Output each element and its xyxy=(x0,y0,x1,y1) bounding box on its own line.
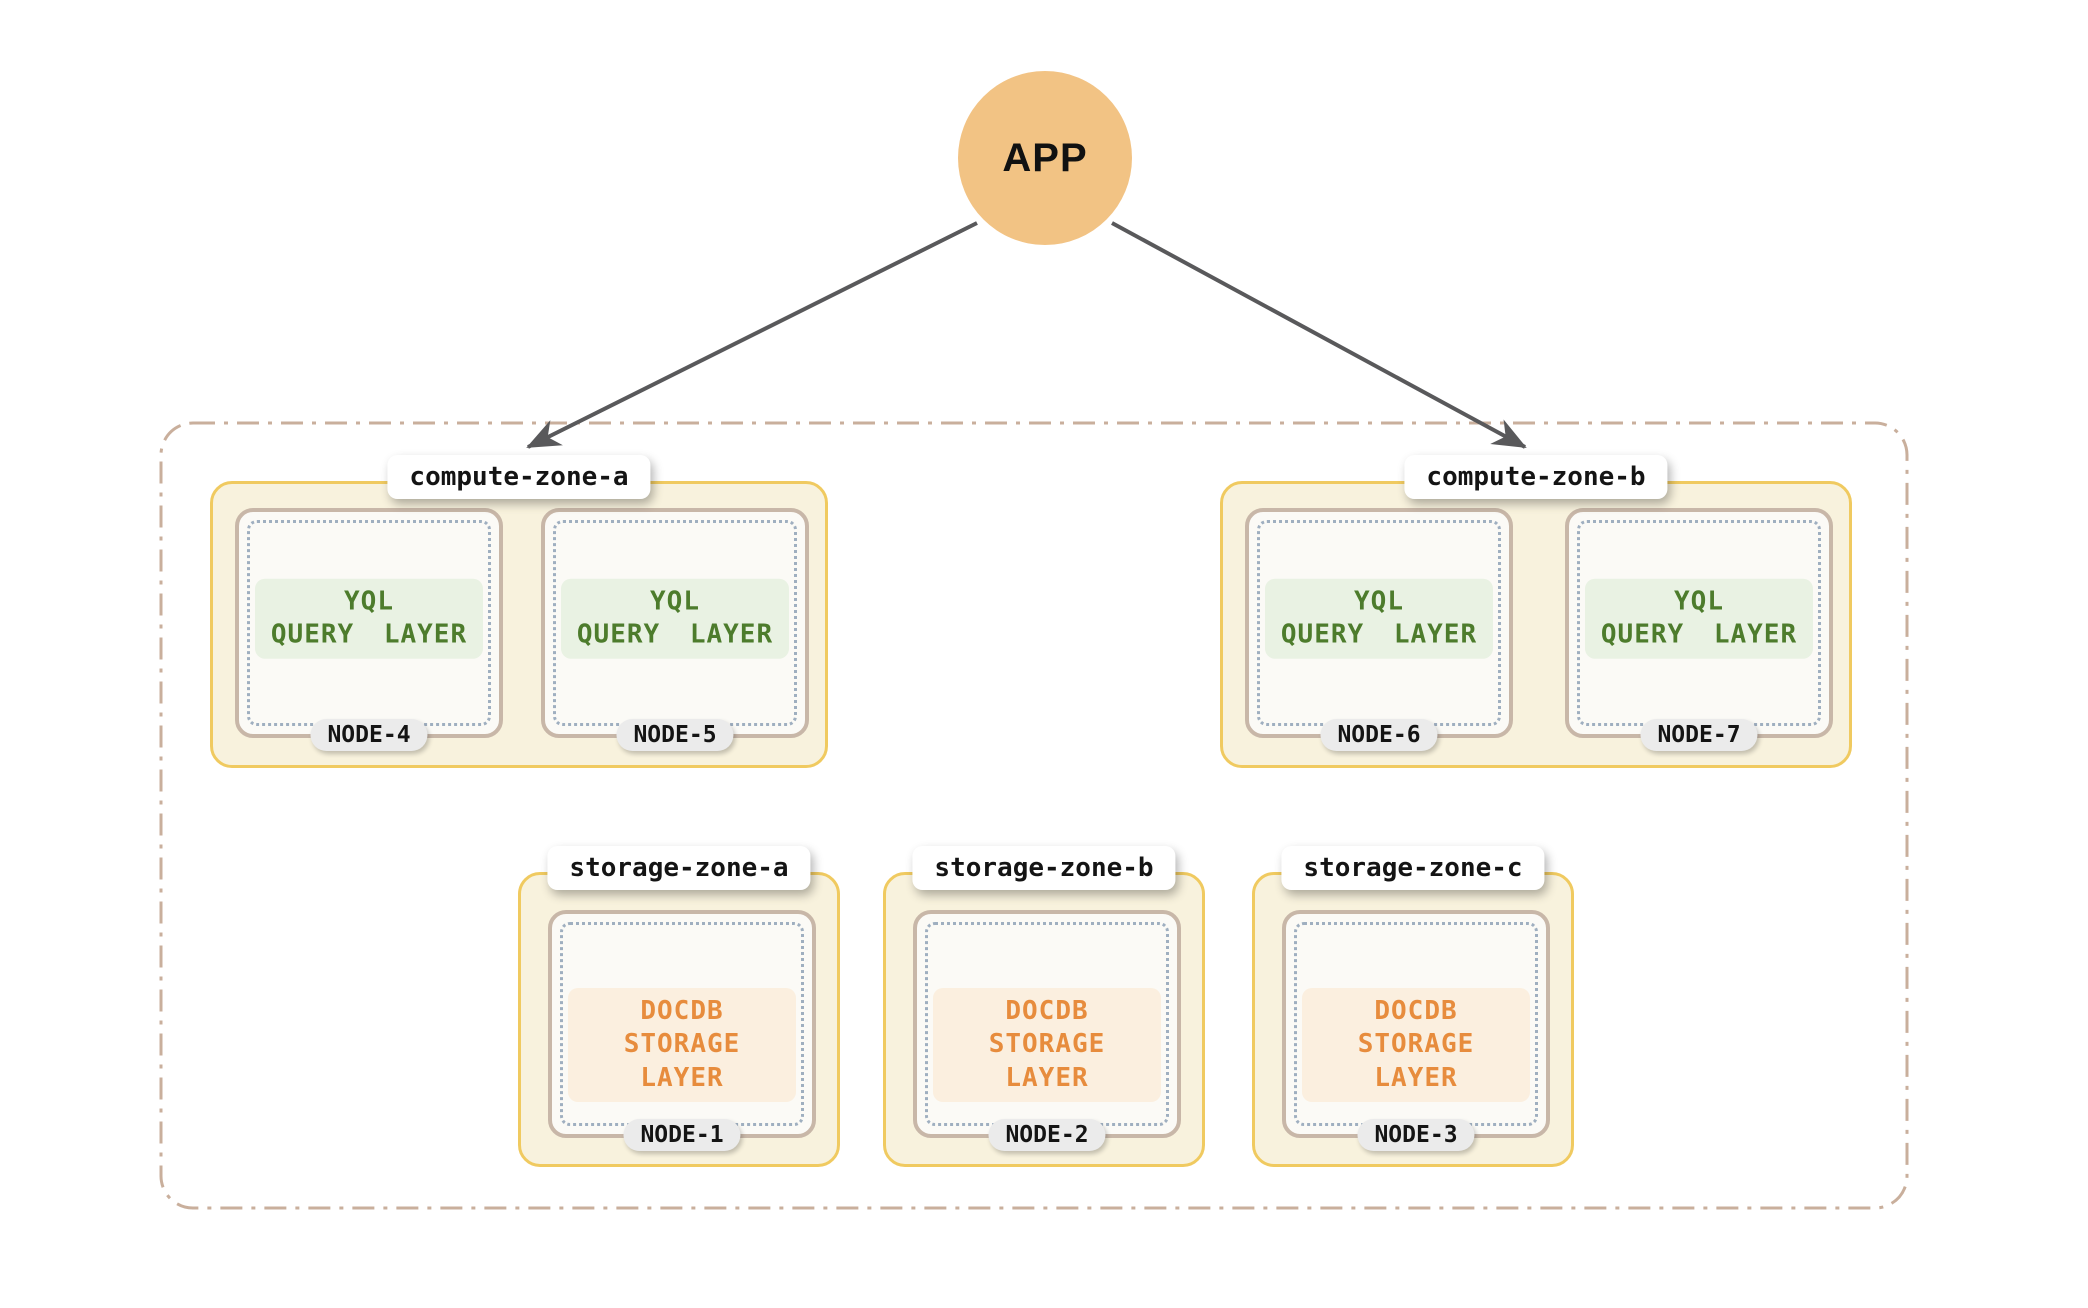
zone-storage-c: storage-zone-c DOCDB STORAGE LAYER NODE-… xyxy=(1252,846,1574,1167)
node-badge: NODE-3 xyxy=(1357,1119,1475,1151)
query-layer-chip: YQL QUERY LAYER xyxy=(1265,578,1493,659)
node-6: YQL QUERY LAYER NODE-6 xyxy=(1245,508,1513,751)
zone-label: storage-zone-c xyxy=(1281,846,1545,890)
layer-line-2: QUERY LAYER xyxy=(270,619,468,650)
zone-label: storage-zone-b xyxy=(912,846,1176,890)
layer-line-2: QUERY LAYER xyxy=(1280,619,1478,650)
node-5: YQL QUERY LAYER NODE-5 xyxy=(541,508,809,751)
node-7: YQL QUERY LAYER NODE-7 xyxy=(1565,508,1833,751)
query-layer-chip: YQL QUERY LAYER xyxy=(561,578,789,659)
zone-label: storage-zone-a xyxy=(547,846,811,890)
layer-line-1: YQL xyxy=(1354,586,1404,617)
zone-compute-b: compute-zone-b YQL QUERY LAYER NODE-6 YQ… xyxy=(1220,455,1852,768)
layer-line-1: DOCDB xyxy=(1374,996,1458,1027)
zone-compute-a: compute-zone-a YQL QUERY LAYER NODE-4 YQ… xyxy=(210,455,828,768)
arrow-app-to-compute-zone-b xyxy=(1111,221,1527,449)
node-1: DOCDB STORAGE LAYER NODE-1 xyxy=(548,910,816,1151)
zone-storage-a: storage-zone-a DOCDB STORAGE LAYER NODE-… xyxy=(518,846,840,1167)
layer-line-2: STORAGE LAYER xyxy=(623,1029,741,1093)
app-label: APP xyxy=(1002,135,1088,180)
node-3: DOCDB STORAGE LAYER NODE-3 xyxy=(1282,910,1550,1151)
layer-line-2: QUERY LAYER xyxy=(576,619,774,650)
node-badge: NODE-7 xyxy=(1640,719,1758,751)
query-layer-chip: YQL QUERY LAYER xyxy=(255,578,483,659)
node-badge: NODE-6 xyxy=(1320,719,1438,751)
layer-line-1: YQL xyxy=(344,586,394,617)
layer-line-2: STORAGE LAYER xyxy=(988,1029,1106,1093)
node-4: YQL QUERY LAYER NODE-4 xyxy=(235,508,503,751)
storage-layer-chip: DOCDB STORAGE LAYER xyxy=(1302,988,1530,1102)
layer-line-2: QUERY LAYER xyxy=(1600,619,1798,650)
layer-line-1: DOCDB xyxy=(1005,996,1089,1027)
layer-line-1: YQL xyxy=(650,586,700,617)
app-node: APP xyxy=(958,71,1132,245)
zone-storage-b: storage-zone-b DOCDB STORAGE LAYER NODE-… xyxy=(883,846,1205,1167)
query-layer-chip: YQL QUERY LAYER xyxy=(1585,578,1813,659)
node-2: DOCDB STORAGE LAYER NODE-2 xyxy=(913,910,1181,1151)
node-badge: NODE-4 xyxy=(310,719,428,751)
zone-label: compute-zone-a xyxy=(387,455,651,499)
storage-layer-chip: DOCDB STORAGE LAYER xyxy=(933,988,1161,1102)
node-badge: NODE-2 xyxy=(988,1119,1106,1151)
layer-line-1: DOCDB xyxy=(640,996,724,1027)
node-badge: NODE-1 xyxy=(623,1119,741,1151)
zone-label: compute-zone-b xyxy=(1404,455,1668,499)
storage-layer-chip: DOCDB STORAGE LAYER xyxy=(568,988,796,1102)
arrow-app-to-compute-zone-a xyxy=(526,221,978,449)
node-badge: NODE-5 xyxy=(616,719,734,751)
layer-line-2: STORAGE LAYER xyxy=(1357,1029,1475,1093)
layer-line-1: YQL xyxy=(1674,586,1724,617)
